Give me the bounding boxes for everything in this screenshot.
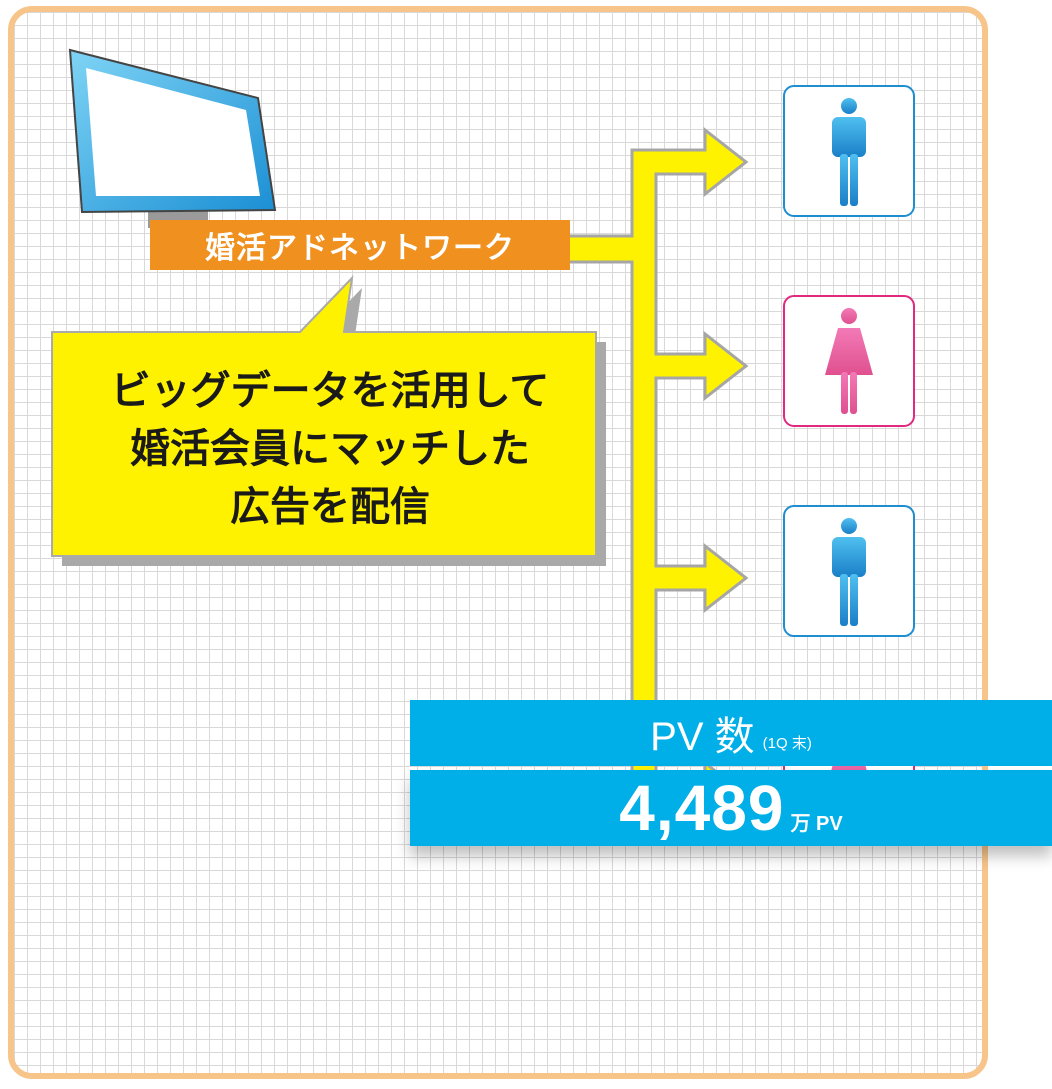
- monitor-icon: [68, 48, 277, 228]
- pv-value-box: 4,489 万 PV: [410, 770, 1052, 846]
- callout-line-2: 婚活会員にマッチした: [130, 426, 530, 472]
- callout-line-3: 広告を配信: [230, 484, 430, 530]
- pv-title: PV 数: [650, 715, 755, 759]
- male-person-icon: [832, 518, 866, 626]
- callout-bubble: [51, 275, 606, 566]
- callout-text: ビッグデータを活用して 婚活会員にマッチした 広告を配信: [60, 362, 600, 536]
- pv-value: 4,489: [619, 772, 785, 844]
- network-label: 婚活アドネットワーク: [150, 220, 570, 270]
- female-person-icon: [825, 308, 873, 414]
- pv-subtitle: (1Q 末): [762, 734, 812, 752]
- callout-line-1: ビッグデータを活用して: [110, 368, 550, 414]
- person-card-2: [783, 295, 915, 427]
- person-card-1: [783, 85, 915, 217]
- male-person-icon: [832, 98, 866, 206]
- person-card-3: [783, 505, 915, 637]
- pv-header: PV 数 (1Q 末): [410, 700, 1052, 766]
- pv-unit: 万 PV: [790, 813, 843, 835]
